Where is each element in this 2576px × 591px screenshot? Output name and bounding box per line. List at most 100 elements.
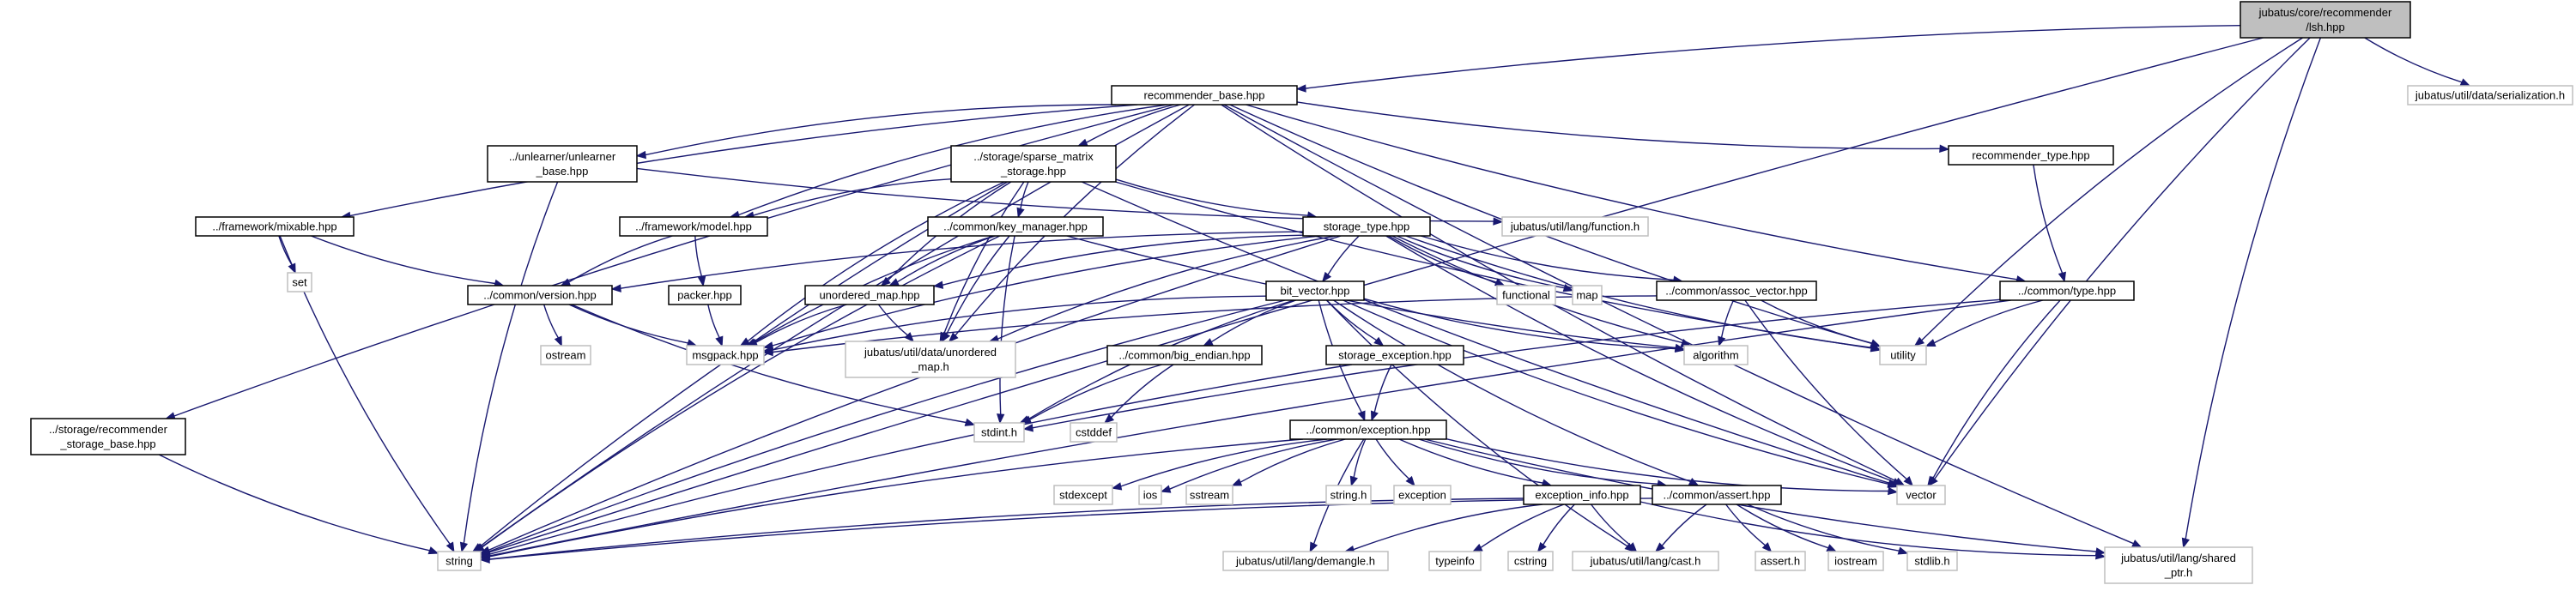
edge-arrowhead	[1309, 541, 1318, 553]
node-box	[1185, 485, 1233, 505]
edge-excinfo-to-typeinfo	[1471, 504, 1565, 552]
edge-line	[349, 104, 1138, 217]
edge-line	[1373, 364, 1392, 413]
edge-line	[753, 178, 952, 216]
edge-line	[942, 234, 1304, 286]
edge-arrowhead	[997, 413, 1005, 425]
node-label: bit_vector.hpp	[1281, 285, 1350, 298]
node-stdlib: stdlib.h	[1906, 551, 1958, 571]
node-algorithm: algorithm	[1683, 345, 1749, 365]
node-box	[1896, 485, 1946, 505]
node-label: ios	[1143, 489, 1158, 502]
node-box	[437, 551, 482, 571]
edge-line	[1305, 25, 2241, 89]
node-bigend[interactable]: ../common/big_endian.hpp	[1106, 345, 1263, 365]
node-box	[30, 418, 186, 455]
node-label: string.h	[1330, 489, 1367, 502]
edge-line	[1543, 504, 1575, 546]
node-func: jubatus/util/lang/function.h	[1501, 216, 1649, 237]
node-label: jubatus/util/lang/demangle.h	[1235, 555, 1375, 568]
node-rsb[interactable]: ../storage/recommender_storage_base.hpp	[30, 418, 186, 455]
edge-rtype-to-ctype	[2033, 164, 2066, 283]
edge-line	[1921, 37, 2303, 341]
node-box	[1496, 285, 1556, 305]
edge-line	[754, 235, 995, 343]
edge-line	[1747, 504, 1900, 552]
edge-line	[1086, 104, 1181, 143]
node-box	[1265, 280, 1365, 301]
node-sparse[interactable]: ../storage/sparse_matrix_storage.hpp	[950, 145, 1117, 183]
edge-arrowhead	[1939, 144, 1950, 154]
node-label: cstddef	[1076, 426, 1112, 439]
node-keymgr[interactable]: ../common/key_manager.hpp	[927, 216, 1104, 237]
node-version[interactable]: ../common/version.hpp	[467, 285, 613, 305]
node-cstddef: cstddef	[1070, 422, 1118, 443]
edge-sexc-to-exc	[1370, 364, 1392, 422]
node-exc[interactable]: ../common/exception.hpp	[1289, 419, 1447, 440]
node-cassert[interactable]: ../common/assert.hpp	[1652, 485, 1782, 505]
edge-line	[543, 304, 559, 339]
node-ser: jubatus/util/data/serialization.h	[2407, 85, 2573, 106]
node-box	[1070, 422, 1118, 443]
edge-line	[1325, 299, 1628, 547]
node-label: string	[445, 555, 473, 568]
edge-bitvec-to-vector	[1343, 299, 1899, 488]
edge-version-to-ostream	[543, 304, 562, 347]
node-functional: functional	[1496, 285, 1556, 305]
edge-line	[571, 304, 967, 424]
node-rtype[interactable]: recommender_type.hpp	[1948, 145, 2114, 166]
edge-line	[1420, 235, 1674, 280]
edge-ctype-to-string	[479, 299, 2011, 560]
edge-line	[1933, 299, 2044, 344]
edge-line	[772, 295, 1267, 351]
edge-arrowhead	[427, 546, 439, 555]
node-mixable[interactable]: ../framework/mixable.hpp	[195, 216, 355, 237]
node-label: storage_type.hpp	[1324, 220, 1409, 233]
edge-rsb-to-string	[158, 454, 439, 555]
edge-line	[1375, 438, 1409, 479]
edge-line	[1934, 37, 2311, 479]
edge-mixable-to-version	[311, 235, 505, 287]
edge-arrowhead	[1321, 271, 1332, 283]
edge-arrowhead	[610, 284, 621, 292]
edge-exc-to-exception	[1375, 438, 1415, 487]
node-bitvec[interactable]: bit_vector.hpp	[1265, 280, 1365, 301]
edge-line	[1246, 104, 2017, 280]
node-cast: jubatus/util/lang/cast.h	[1572, 551, 1719, 571]
node-box	[287, 272, 312, 292]
node-exception: exception	[1393, 485, 1452, 505]
node-unl[interactable]: ../unlearner/unlearner_base.hpp	[487, 145, 638, 183]
node-label: ../common/assert.hpp	[1664, 489, 1771, 502]
node-string: string	[437, 551, 482, 571]
node-excinfo[interactable]: exception_info.hpp	[1523, 485, 1641, 505]
edge-stype-to-version	[610, 231, 1304, 292]
edge-line	[1343, 299, 1889, 485]
node-sexc[interactable]: storage_exception.hpp	[1325, 345, 1464, 365]
edge-arrowhead	[1103, 413, 1115, 424]
edge-arrowhead	[1405, 475, 1415, 487]
node-label: ../common/version.hpp	[483, 289, 597, 302]
node-packer[interactable]: packer.hpp	[668, 285, 742, 305]
node-label: ../framework/model.hpp	[635, 220, 752, 233]
edge-packer-to-msgpack	[707, 304, 724, 347]
node-layer: jubatus/core/recommender/lsh.hpprecommen…	[30, 1, 2573, 584]
edge-line	[999, 235, 1015, 415]
node-stdexcept: stdexcept	[1053, 485, 1113, 505]
node-box	[1948, 145, 2114, 166]
edge-line	[2185, 37, 2322, 540]
node-box	[2104, 546, 2253, 584]
node-stype[interactable]: storage_type.hpp	[1302, 216, 1431, 237]
edge-excinfo-to-cstring	[1537, 504, 1575, 553]
node-label: jubatus/util/lang/shared	[2120, 552, 2236, 564]
node-model[interactable]: ../framework/model.hpp	[619, 216, 768, 237]
node-box	[619, 216, 768, 237]
edge-arrowhead	[1887, 479, 1899, 488]
node-umap[interactable]: unordered_map.hpp	[804, 285, 935, 305]
node-stringh: string.h	[1325, 485, 1372, 505]
node-assoc[interactable]: ../common/assoc_vector.hpp	[1656, 280, 1817, 301]
node-rbase[interactable]: recommender_base.hpp	[1111, 85, 1298, 106]
node-ctype[interactable]: ../common/type.hpp	[1999, 280, 2135, 301]
node-label: ../common/type.hpp	[2018, 285, 2116, 298]
edge-arrowhead	[635, 150, 646, 160]
